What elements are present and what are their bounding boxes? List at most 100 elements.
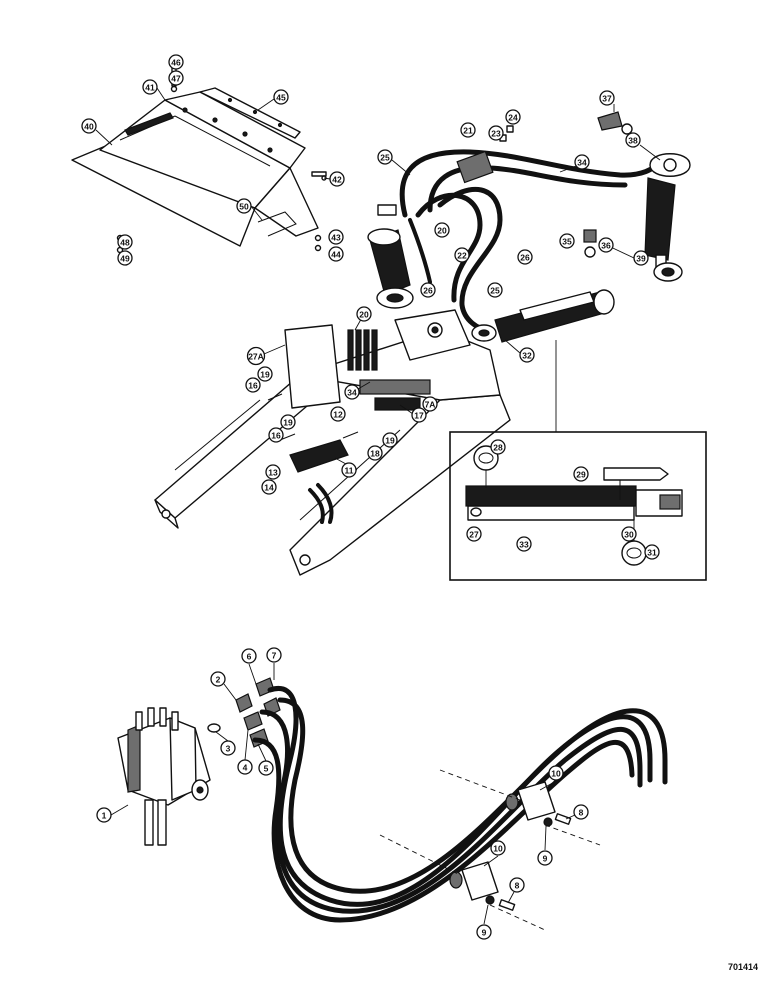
callout-13: 13 [265, 464, 281, 480]
callout-9: 9 [537, 850, 553, 866]
callout-14: 14 [261, 479, 277, 495]
callout-number: 16 [271, 431, 281, 441]
callout-circle [422, 396, 438, 412]
callout-circle [621, 526, 637, 542]
callout-circle [537, 850, 553, 866]
cylinder-detail-inset [449, 431, 707, 581]
callout-number: 3 [226, 744, 231, 754]
callout-8: 8 [509, 877, 525, 893]
callout-number: 25 [490, 286, 500, 296]
callout-circle [96, 807, 112, 823]
callout-number: 11 [345, 466, 354, 476]
hose-bundle [252, 685, 668, 923]
callout-circle [356, 306, 372, 322]
callout-circle [509, 877, 525, 893]
callout-circle [559, 233, 575, 249]
callout-number: 20 [437, 226, 447, 236]
callout-circle [487, 282, 503, 298]
callout-25: 25 [487, 282, 503, 298]
callout-circle [280, 414, 296, 430]
callout-circle [367, 445, 383, 461]
callout-number: 19 [283, 418, 293, 428]
callout-number: 36 [601, 241, 611, 251]
callout-number: 20 [359, 310, 369, 320]
callout-labels: 4647414540425043444849373824232134252022… [81, 54, 660, 940]
callout-number: 43 [331, 233, 341, 243]
callout-circle [265, 464, 281, 480]
callout-number: 42 [332, 175, 342, 185]
callout-48: 48 [117, 234, 133, 250]
callout-circle [245, 377, 261, 393]
callout-number: 48 [120, 238, 130, 248]
callout-number: 28 [493, 443, 503, 453]
callout-20: 20 [434, 222, 450, 238]
callout-circle [466, 526, 482, 542]
callout-number: 24 [508, 113, 518, 123]
callout-circle [257, 366, 273, 382]
callout-number: 19 [385, 436, 395, 446]
callout-number: 2 [216, 675, 221, 685]
callout-number: 12 [333, 410, 343, 420]
callout-number: 50 [239, 202, 249, 212]
callout-number: 26 [520, 253, 530, 263]
callout-number: 33 [519, 540, 529, 550]
callout-circle [519, 347, 535, 363]
callout-number: 31 [647, 548, 657, 558]
callout-number: 34 [577, 158, 587, 168]
callout-number: 45 [276, 93, 286, 103]
callout-number: 23 [491, 129, 501, 139]
callout-number: 13 [268, 468, 278, 478]
callout-circle [573, 804, 589, 820]
callout-circle [599, 90, 615, 106]
callout-33: 33 [516, 536, 532, 552]
callout-number: 5 [264, 764, 269, 774]
callout-circle [625, 132, 641, 148]
callout-number: 30 [624, 530, 634, 540]
callout-21: 21 [460, 122, 476, 138]
callout-number: 25 [380, 153, 390, 163]
callout-circle [460, 122, 476, 138]
callout-number: 39 [636, 254, 646, 264]
callout-circle [266, 647, 282, 663]
callout-47: 47 [168, 70, 184, 86]
guard-assembly [71, 65, 327, 254]
callout-circle [505, 109, 521, 125]
callout-6: 6 [241, 648, 257, 664]
callout-circle [341, 462, 357, 478]
callout-number: 41 [145, 83, 155, 93]
callout-34: 34 [344, 384, 360, 400]
callout-number: 7 [272, 651, 277, 661]
callout-29: 29 [573, 466, 589, 482]
callout-circle [328, 229, 344, 245]
callout-23: 23 [488, 125, 504, 141]
callout-number: 9 [543, 854, 548, 864]
callout-number: 40 [84, 122, 94, 132]
hydraulic-cylinder-right [583, 111, 691, 282]
callout-26: 26 [420, 282, 436, 298]
callout-circle [142, 79, 158, 95]
callout-10: 10 [490, 840, 506, 856]
callout-38: 38 [625, 132, 641, 148]
callout-37: 37 [599, 90, 615, 106]
callout-32: 32 [519, 347, 535, 363]
callout-19: 19 [280, 414, 296, 430]
callout-number: 35 [562, 237, 572, 247]
callout-27A: 27A [246, 346, 266, 366]
callout-circle [574, 154, 590, 170]
callout-circle [517, 249, 533, 265]
callout-42: 42 [329, 171, 345, 187]
callout-17: 17 [411, 407, 427, 423]
callout-11: 11 [341, 462, 357, 478]
callout-36: 36 [598, 237, 614, 253]
callout-number: 17 [414, 411, 424, 421]
callout-40: 40 [81, 118, 97, 134]
callout-number: 44 [331, 250, 341, 260]
callout-circle [454, 247, 470, 263]
callout-50: 50 [236, 198, 252, 214]
callout-circle [488, 125, 504, 141]
callout-9: 9 [476, 924, 492, 940]
callout-3: 3 [220, 740, 236, 756]
callout-34: 34 [574, 154, 590, 170]
callout-number: 47 [171, 74, 181, 84]
